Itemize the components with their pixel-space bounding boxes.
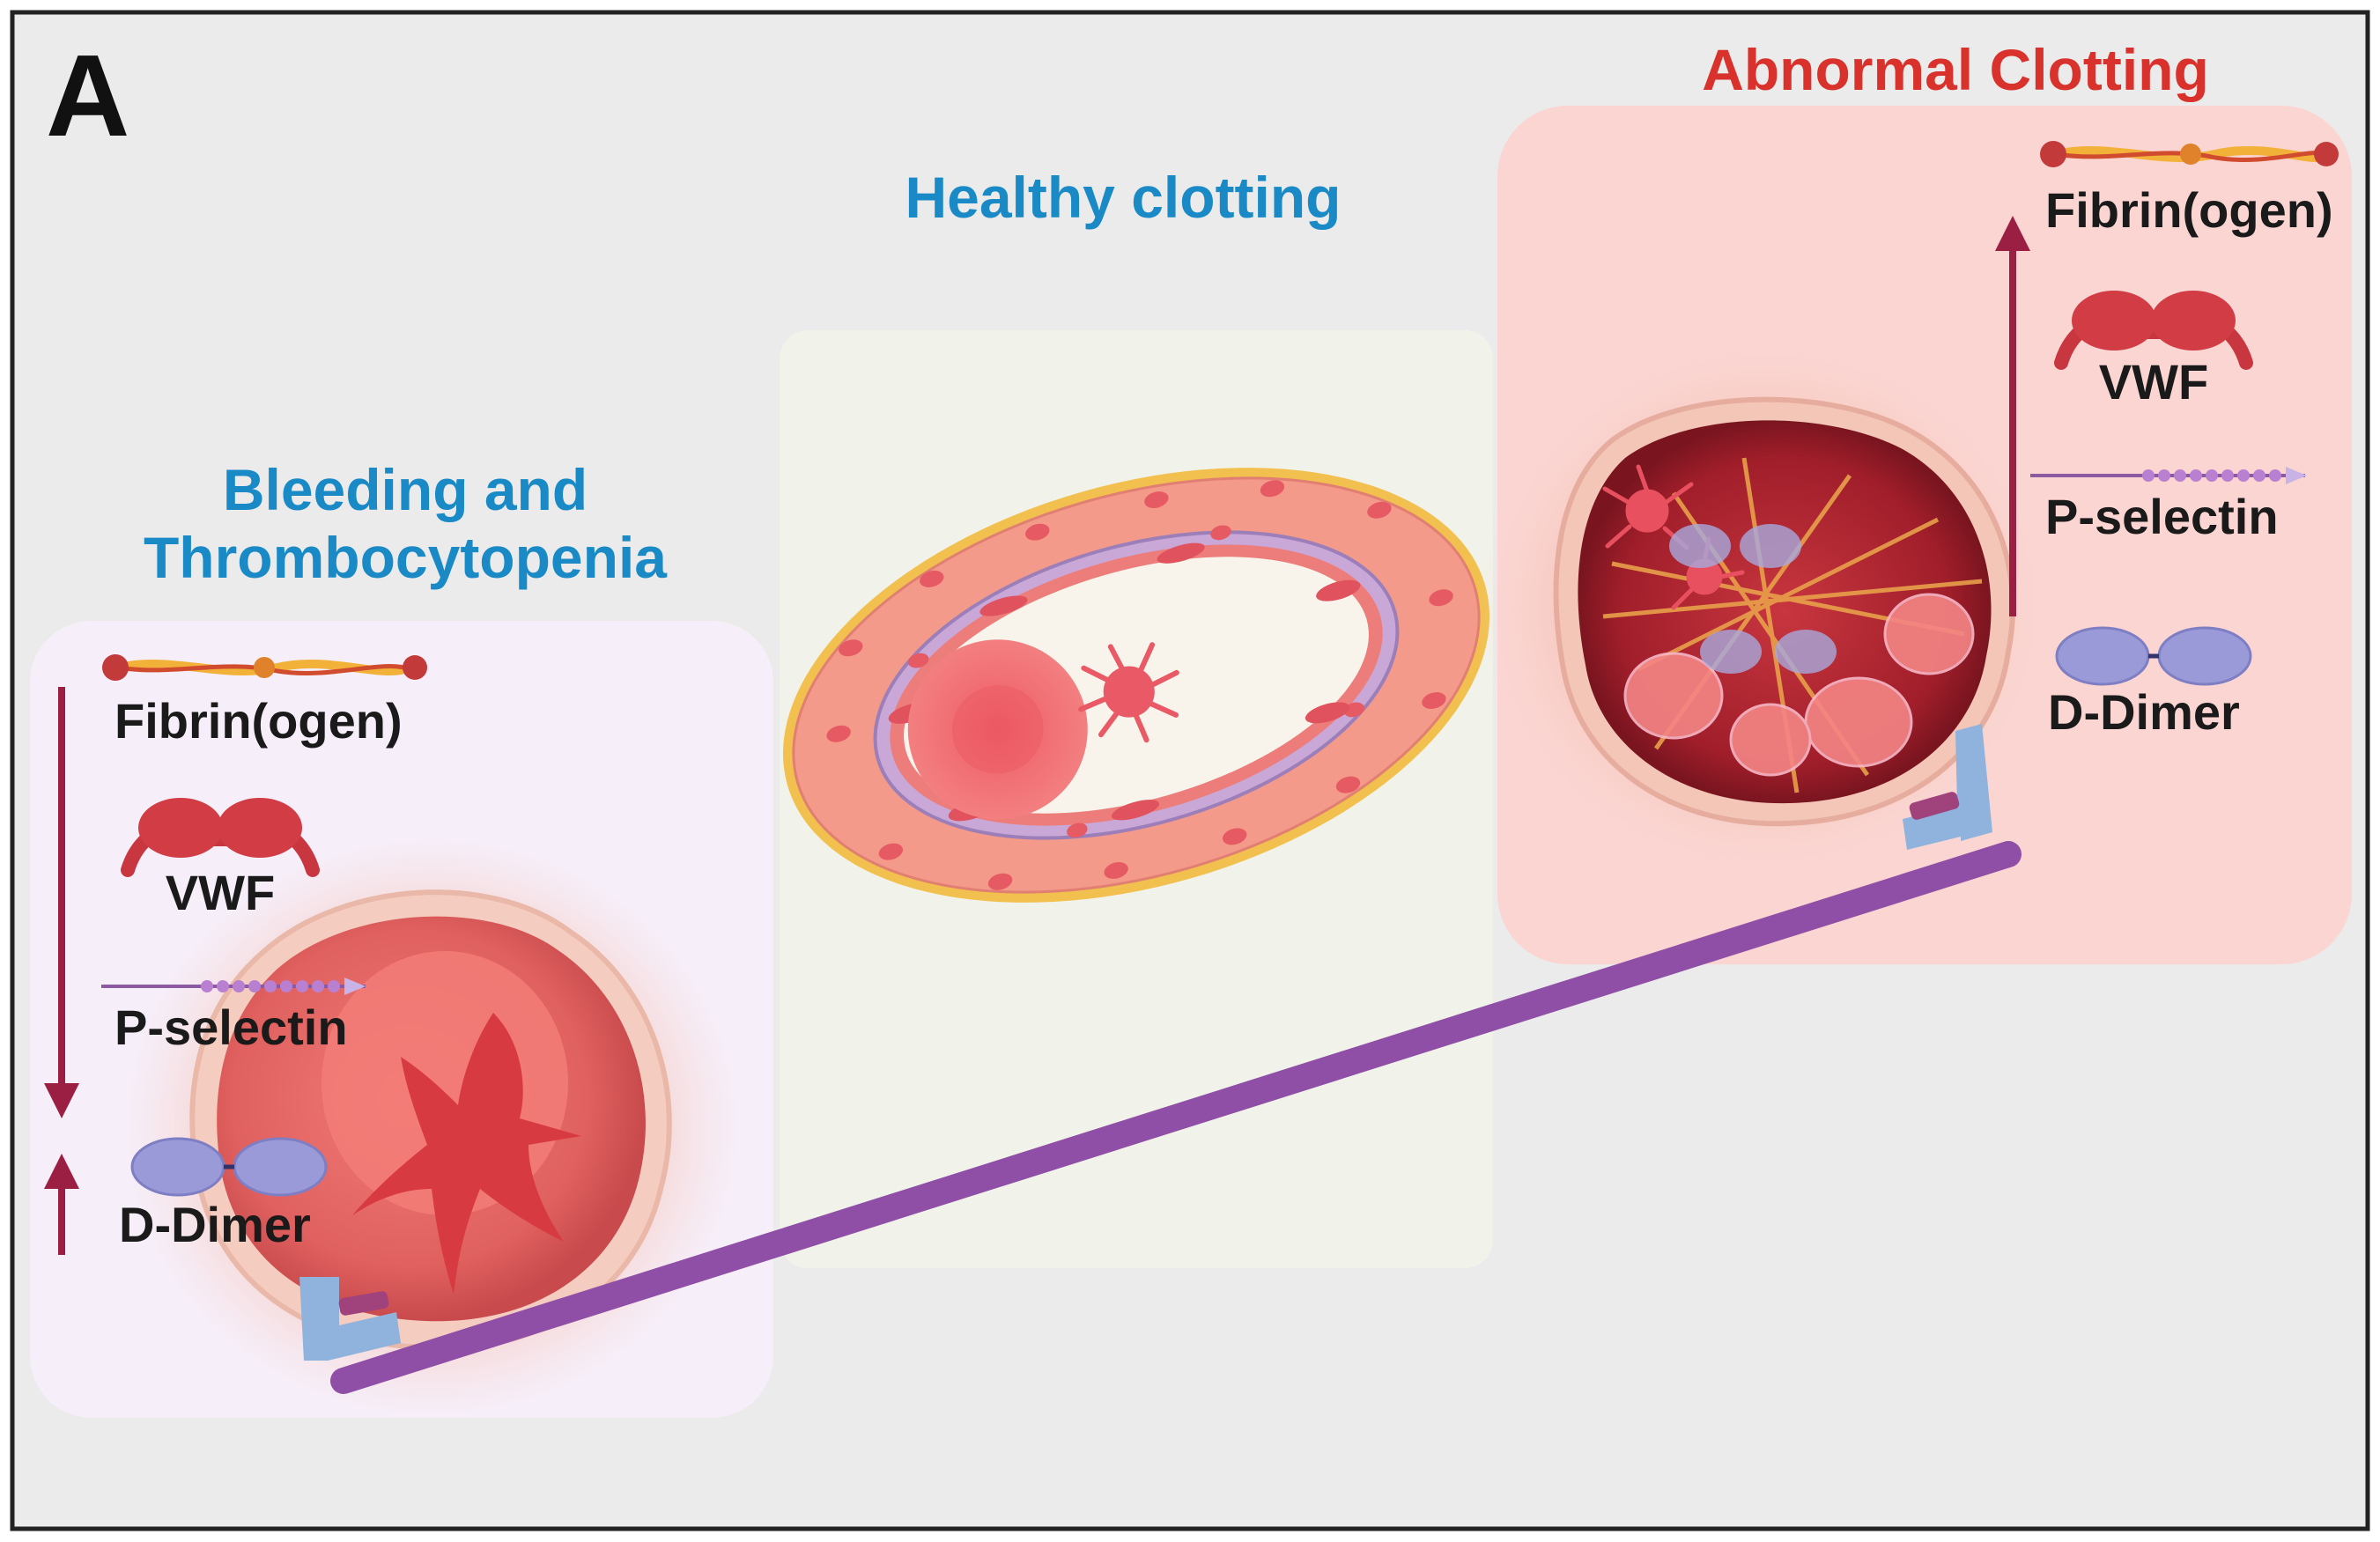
marker-label-d-dimer: D-Dimer bbox=[2048, 684, 2240, 740]
fibrinogen-icon bbox=[102, 654, 427, 681]
p-selectin-icon bbox=[101, 978, 366, 995]
blood-vessel-illustration bbox=[783, 468, 1489, 903]
d-dimer-icon bbox=[130, 1137, 328, 1197]
vwf-icon bbox=[2054, 291, 2253, 370]
marker-label-vwf: VWF bbox=[2098, 354, 2209, 409]
panel-letter: A bbox=[46, 31, 130, 160]
bleeding-title: Bleeding and Thrombocytopenia bbox=[88, 457, 722, 591]
marker-label-fibrinogen: Fibrin(ogen) bbox=[2045, 182, 2333, 238]
marker-label-vwf: VWF bbox=[165, 865, 276, 920]
bleeding-title-line1: Bleeding and bbox=[222, 457, 588, 522]
bleeding-clot-illustration bbox=[123, 837, 740, 1418]
abnormal-clotting-title: Abnormal Clotting bbox=[1702, 37, 2209, 102]
p-selectin-icon bbox=[2030, 467, 2307, 484]
bleeding-title-line2: Thrombocytopenia bbox=[143, 525, 668, 591]
d-dimer-icon bbox=[2055, 626, 2252, 686]
healthy-clotting-title: Healthy clotting bbox=[905, 165, 1342, 230]
marker-label-fibrinogen: Fibrin(ogen) bbox=[115, 693, 403, 749]
marker-label-p-selectin: P-selectin bbox=[2045, 489, 2279, 544]
marker-label-p-selectin: P-selectin bbox=[115, 1000, 348, 1055]
marker-label-d-dimer: D-Dimer bbox=[119, 1197, 311, 1252]
seesaw-balance bbox=[299, 724, 2022, 1394]
abnormal-clot-illustration bbox=[1475, 335, 2057, 881]
fibrinogen-icon bbox=[2040, 141, 2339, 167]
vwf-icon bbox=[121, 798, 320, 877]
